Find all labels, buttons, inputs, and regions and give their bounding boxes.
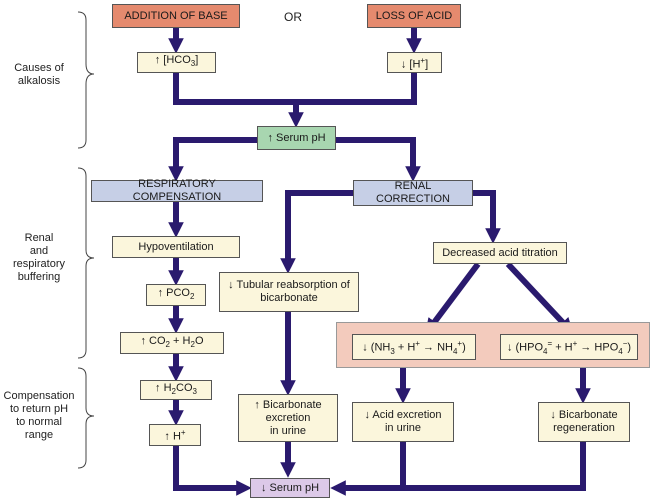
node-hypoventilation: Hypoventilation bbox=[112, 236, 240, 258]
node-hco3-up: ↑ [HCO3] bbox=[137, 52, 216, 73]
arrow-titration-to-hpo4 bbox=[505, 261, 574, 334]
arrow-titration-to-nh3 bbox=[425, 262, 481, 335]
arrow-paths bbox=[168, 28, 591, 496]
arrow-renal-to-titration bbox=[466, 190, 501, 244]
or-connector: OR bbox=[284, 10, 302, 24]
node-pco2-up: ↑ PCO2 bbox=[146, 284, 206, 306]
node-decreased-acid-titration: Decreased acid titration bbox=[433, 242, 567, 264]
arrow-regen-to-serum bbox=[403, 442, 586, 491]
node-serum-ph-down: ↓ Serum pH bbox=[250, 478, 330, 498]
arrow-serum-to-renal bbox=[336, 137, 421, 182]
node-h-down: ↓ [H+] bbox=[387, 52, 442, 73]
side-brackets bbox=[77, 11, 95, 469]
node-serum-ph-up: ↑ Serum pH bbox=[257, 126, 336, 150]
node-respiratory-compensation: RESPIRATORY COMPENSATION bbox=[91, 178, 263, 203]
arrow-hco3-to-merge bbox=[173, 73, 417, 105]
node-loss-of-acid: LOSS OF ACID bbox=[367, 4, 461, 28]
arrow-h-to-serum-down bbox=[173, 446, 252, 496]
node-h2co3-up: ↑ H2CO3 bbox=[140, 380, 212, 400]
node-addition-of-base: ADDITION OF BASE bbox=[112, 4, 240, 28]
arrow-serum-to-resp bbox=[168, 137, 258, 182]
node-co2-h2o-up: ↑ CO2 + H2O bbox=[120, 332, 224, 354]
arrow-renal-to-tubular bbox=[280, 190, 358, 274]
node-hpo4-reaction: ↓ (HPO4= + H+ → HPO4−) bbox=[500, 334, 638, 360]
arrow-acid-to-serum bbox=[330, 442, 406, 496]
node-renal-correction: RENAL CORRECTION bbox=[353, 180, 473, 206]
node-nh3-reaction: ↓ (NH3 + H+ → NH4+) bbox=[352, 334, 476, 360]
node-h-up: ↑ H+ bbox=[149, 424, 201, 446]
